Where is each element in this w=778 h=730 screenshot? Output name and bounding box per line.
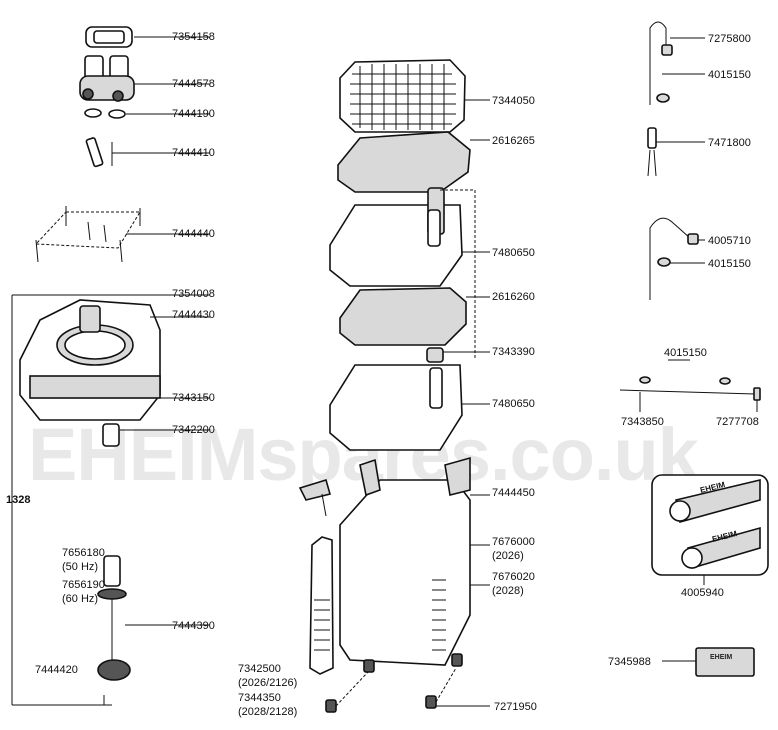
part-label-7342500: 7342500 [238, 663, 281, 675]
part-label-4015150-a: 4015150 [708, 69, 751, 81]
cap-part [102, 423, 210, 447]
filter-foam-lower-part [339, 287, 490, 346]
part-label-4015150-b: 4015150 [708, 258, 751, 270]
part-label-2616260: 2616260 [492, 291, 535, 303]
part-label-7480650-top: 7480650 [492, 247, 535, 259]
sticker-text: EHEIM [710, 654, 733, 661]
spray-bar-part [619, 359, 761, 412]
impeller-part [12, 555, 210, 706]
filter-grid-part [339, 59, 490, 133]
part-label-7656180: 7656180 [62, 547, 105, 559]
part-label-4005940: 4005940 [681, 587, 724, 599]
inlet-pipe-part [649, 217, 705, 300]
part-note-50hz: (50 Hz) [62, 561, 99, 573]
part-label-7277708: 7277708 [716, 416, 759, 428]
part-label-7444390: 7444390 [172, 620, 215, 632]
part-label-7444430: 7444430 [172, 309, 215, 321]
clip-set-part [34, 206, 210, 263]
o-ring-parts [84, 108, 210, 119]
hose-part [651, 474, 769, 585]
part-note-2026-2126: (2026/2126) [238, 677, 298, 689]
feet-part [325, 653, 490, 713]
part-label-7344050: 7344050 [492, 95, 535, 107]
part-label-7676000: 7676000 [492, 536, 535, 548]
basket-cap-part [426, 347, 490, 363]
part-label-7275800: 7275800 [708, 33, 751, 45]
part-label-7444450: 7444450 [492, 487, 535, 499]
part-label-7480650-bottom: 7480650 [492, 398, 535, 410]
part-label-7344350: 7344350 [238, 692, 281, 704]
part-label-4015150-c: 4015150 [664, 347, 707, 359]
part-label-7343850: 7343850 [621, 416, 664, 428]
part-note-60hz: (60 Hz) [62, 593, 99, 605]
pump-head-part [11, 294, 210, 705]
sticker-part [662, 647, 755, 677]
part-label-7354158: 7354158 [172, 31, 215, 43]
part-label-7444578: 7444578 [172, 78, 215, 90]
double-valve-part [79, 55, 210, 102]
part-label-7656190: 7656190 [62, 579, 105, 591]
part-label-7343150: 7343150 [172, 392, 215, 404]
part-label-7471800: 7471800 [708, 137, 751, 149]
part-label-7444410: 7444410 [172, 147, 215, 159]
part-label-2616265: 2616265 [492, 135, 535, 147]
filter-basket-bottom-part [329, 364, 490, 451]
filter-foam-part [337, 131, 490, 193]
intake-tube-part [309, 536, 334, 675]
spray-tip-part [647, 127, 705, 177]
part-note-2026: (2026) [492, 550, 524, 562]
part-label-7342200: 7342200 [172, 424, 215, 436]
part-label-7343390: 7343390 [492, 346, 535, 358]
part-note-2028: (2028) [492, 585, 524, 597]
part-label-7676020: 7676020 [492, 571, 535, 583]
part-label-7354008: 7354008 [172, 288, 215, 300]
outlet-pipe-part [649, 21, 705, 105]
part-label-7271950: 7271950 [494, 701, 537, 713]
clip-part [85, 26, 210, 48]
part-label-7444440: 7444440 [172, 228, 215, 240]
part-label-4005710: 4005710 [708, 235, 751, 247]
filter-basket-top-part [329, 187, 490, 360]
latch-part [298, 478, 331, 517]
canister-part [339, 456, 490, 666]
part-label-7444420: 7444420 [35, 664, 78, 676]
set-number-label: 1328 [6, 494, 31, 506]
part-label-7345988: 7345988 [608, 656, 651, 668]
part-note-2028-2128: (2028/2128) [238, 706, 298, 718]
part-label-7444190: 7444190 [172, 108, 215, 120]
screw-part [85, 137, 210, 168]
